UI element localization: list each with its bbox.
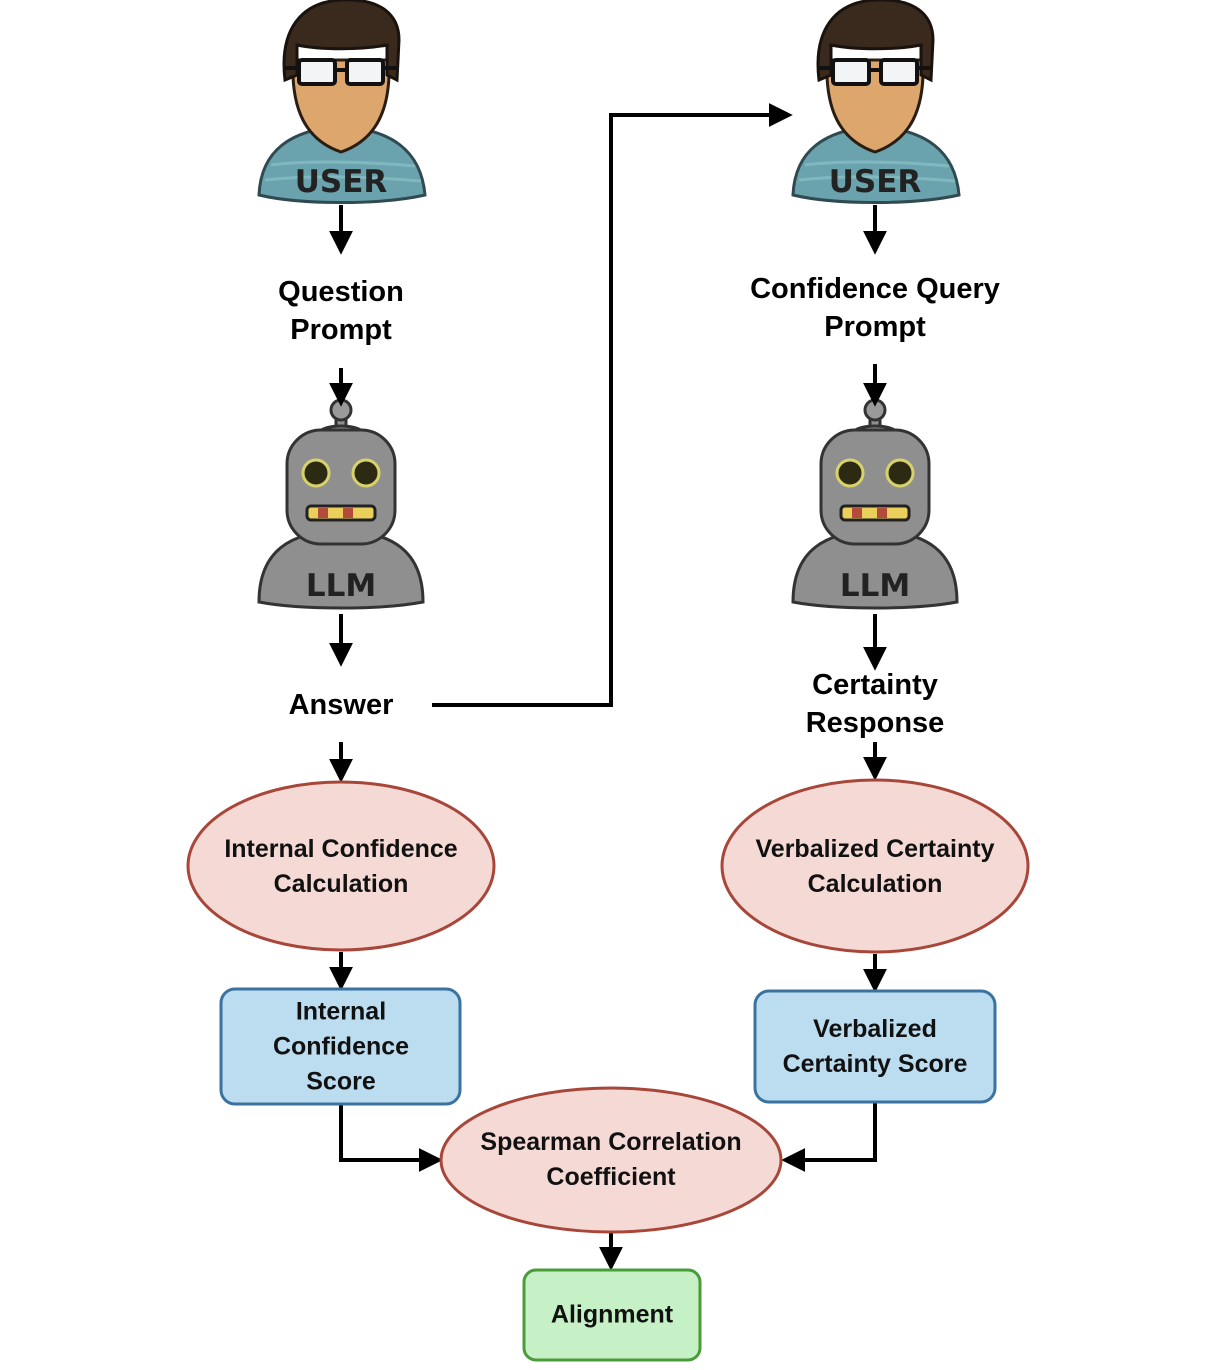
score-line: Internal (295, 997, 387, 1026)
llm-label: LLM (306, 568, 376, 604)
question-prompt-line: Question (278, 276, 404, 308)
certainty-response-line: Response (805, 707, 945, 739)
spearman-correlation-text: Spearman Correlation Coefficient (480, 1125, 741, 1195)
user-icon: USER (791, 0, 961, 205)
spearman-correlation-node (439, 1086, 783, 1234)
confidence-query-prompt-label: Confidence Query Prompt (750, 270, 1000, 346)
internal-confidence-calculation-node (186, 780, 496, 952)
arrow-right-score-to-correlation (781, 1102, 877, 1172)
question-prompt-label: Question Prompt (278, 273, 404, 349)
score-line: Score (306, 1067, 376, 1096)
robot-icon: LLM (791, 398, 959, 610)
verbalized-certainty-calculation-node (720, 778, 1030, 954)
internal-confidence-score-text: Internal Confidence Score (273, 995, 409, 1100)
robot-icon: LLM (257, 398, 425, 610)
answer-label: Answer (288, 689, 394, 721)
certainty-response-label: Certainty Response (806, 666, 945, 742)
calc-line: Internal Confidence (224, 835, 458, 863)
verbalized-certainty-score-node (753, 989, 997, 1104)
verbalized-certainty-calculation-text: Verbalized Certainty Calculation (756, 832, 995, 902)
internal-confidence-calculation-text: Internal Confidence Calculation (224, 832, 457, 902)
correlation-line: Spearman Correlation (480, 1128, 742, 1156)
query-prompt-line: Prompt (824, 311, 926, 343)
internal-confidence-score-node (219, 987, 462, 1106)
score-line: Certainty Score (782, 1050, 968, 1078)
calc-line: Verbalized Certainty (755, 835, 995, 863)
llm-label: LLM (840, 568, 910, 604)
score-line: Verbalized (813, 1015, 937, 1043)
calc-line: Calculation (273, 870, 409, 898)
correlation-line: Coefficient (546, 1163, 676, 1191)
score-line: Confidence (272, 1032, 410, 1061)
arrow-answer-to-user-right (432, 103, 793, 707)
certainty-response-line: Certainty (812, 669, 938, 701)
calc-line: Calculation (807, 870, 943, 898)
alignment-text: Alignment (550, 1300, 674, 1329)
user-label: USER (295, 164, 388, 200)
verbalized-certainty-score-text: Verbalized Certainty Score (783, 1012, 968, 1082)
user-icon: USER (257, 0, 427, 205)
query-prompt-line: Confidence Query (750, 273, 1000, 305)
alignment-node (522, 1268, 702, 1362)
user-label: USER (829, 164, 922, 200)
arrow-left-score-to-correlation (339, 1104, 443, 1172)
question-prompt-line: Prompt (290, 314, 392, 346)
